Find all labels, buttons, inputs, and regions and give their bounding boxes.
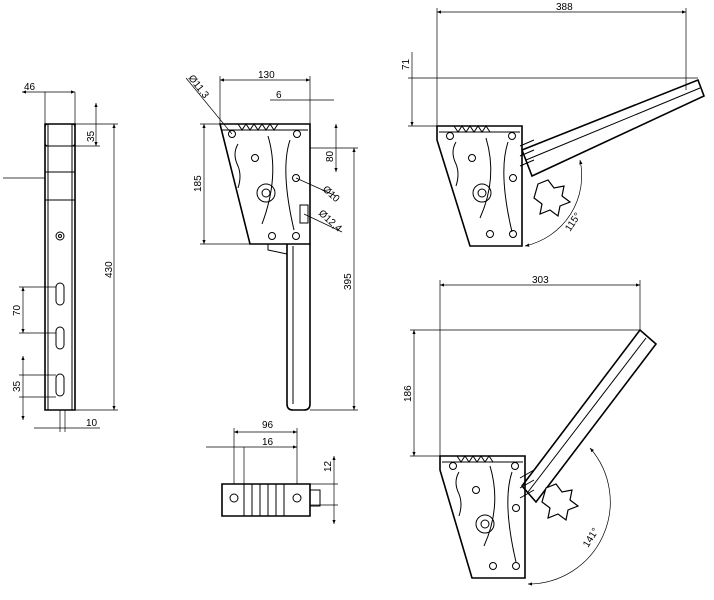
upper-angle: 115° — [563, 211, 583, 234]
front-foot — [267, 244, 288, 255]
side-profile-outline — [44, 123, 76, 411]
front-slot-left — [234, 143, 241, 189]
side-dim-height: 430 — [104, 261, 115, 278]
bottom-ribs — [243, 484, 285, 516]
front-view: 130 6 Ø11,3 185 80 Ø10 Ø12,4 395 — [186, 70, 358, 411]
front-pivot-inner — [261, 188, 271, 198]
side-hole — [55, 231, 65, 241]
bottom-knob — [309, 489, 321, 507]
front-tube — [286, 244, 311, 411]
bottom-dim-width: 96 — [262, 420, 274, 431]
side-cross-lines — [45, 171, 75, 201]
front-dim-width: 130 — [258, 70, 275, 81]
front-hole-br — [292, 232, 300, 240]
lower-arm — [520, 328, 658, 504]
lower-plate-teeth — [456, 455, 494, 463]
side-dim-top: 35 — [86, 130, 97, 142]
upper-dim-width: 388 — [556, 2, 573, 13]
front-clamp — [299, 204, 309, 224]
bottom-dim-inner: 16 — [262, 437, 274, 448]
lower-dim-rise: 186 — [403, 385, 414, 402]
upper-wing-knob — [533, 179, 572, 218]
lower-pivot — [475, 514, 495, 534]
side-slot-3 — [55, 373, 65, 397]
front-hole-tl — [228, 130, 236, 138]
side-dim-width: 46 — [24, 82, 36, 93]
lower-slot-left — [455, 471, 462, 517]
lower-angle-arc — [527, 447, 611, 586]
side-view: 46 35 430 70 35 10 — [3, 82, 118, 432]
front-hole-ml — [251, 154, 259, 162]
lower-dim-width: 303 — [532, 275, 549, 286]
upper-slot-middle — [479, 137, 492, 219]
side-dim-slot-length: 35 — [12, 380, 23, 392]
front-hole-bl — [268, 232, 276, 240]
tilt-view-lower: 303 186 141° — [403, 275, 658, 586]
lower-plate-outline — [439, 455, 526, 579]
side-top-cap — [44, 123, 76, 147]
front-dim-hole-medium: Ø10 — [320, 184, 342, 205]
front-dim-total-height: 395 — [343, 273, 354, 290]
upper-arm — [520, 78, 706, 178]
bottom-dim-height: 12 — [323, 460, 334, 472]
lower-slot-middle — [483, 465, 496, 547]
upper-pivot — [472, 183, 492, 203]
front-dim-plate-height: 185 — [193, 175, 204, 192]
front-dim-top-offset: 80 — [325, 150, 336, 162]
tilt-view-upper: 388 71 115° — [401, 2, 706, 247]
front-dim-offset: 6 — [276, 90, 282, 101]
bottom-hole-left — [229, 493, 239, 503]
side-hole-center — [58, 234, 62, 238]
front-slot-middle — [261, 135, 274, 225]
front-pivot-outer — [256, 183, 276, 203]
front-hole-mr — [292, 174, 300, 182]
bottom-hole-right — [292, 493, 302, 503]
upper-plate-teeth — [453, 125, 491, 133]
bottom-outline — [221, 483, 311, 517]
side-slot-1 — [55, 282, 65, 306]
lower-wing-knob — [541, 483, 580, 522]
lower-slot-right — [507, 471, 517, 563]
lower-arm-inner — [527, 337, 647, 493]
lower-angle: 141° — [581, 526, 601, 549]
side-slot-2 — [55, 326, 65, 350]
upper-slot-left — [452, 141, 459, 187]
side-dim-bottom: 10 — [86, 418, 98, 429]
bottom-view: 96 16 12 — [206, 420, 338, 524]
upper-plate-outline — [436, 125, 523, 247]
upper-dim-rise: 71 — [401, 58, 412, 70]
side-profile-inner-lines — [45, 124, 75, 410]
front-hole-tr — [293, 130, 301, 138]
front-slot-right — [285, 139, 295, 231]
upper-arm-inner — [525, 87, 701, 161]
upper-slot-right — [503, 141, 513, 233]
upper-angle-arc — [524, 159, 583, 247]
front-plate-teeth — [237, 123, 279, 131]
side-dim-slot-pitch: 70 — [12, 304, 23, 316]
front-dim-hole-large: Ø11,3 — [186, 73, 211, 101]
